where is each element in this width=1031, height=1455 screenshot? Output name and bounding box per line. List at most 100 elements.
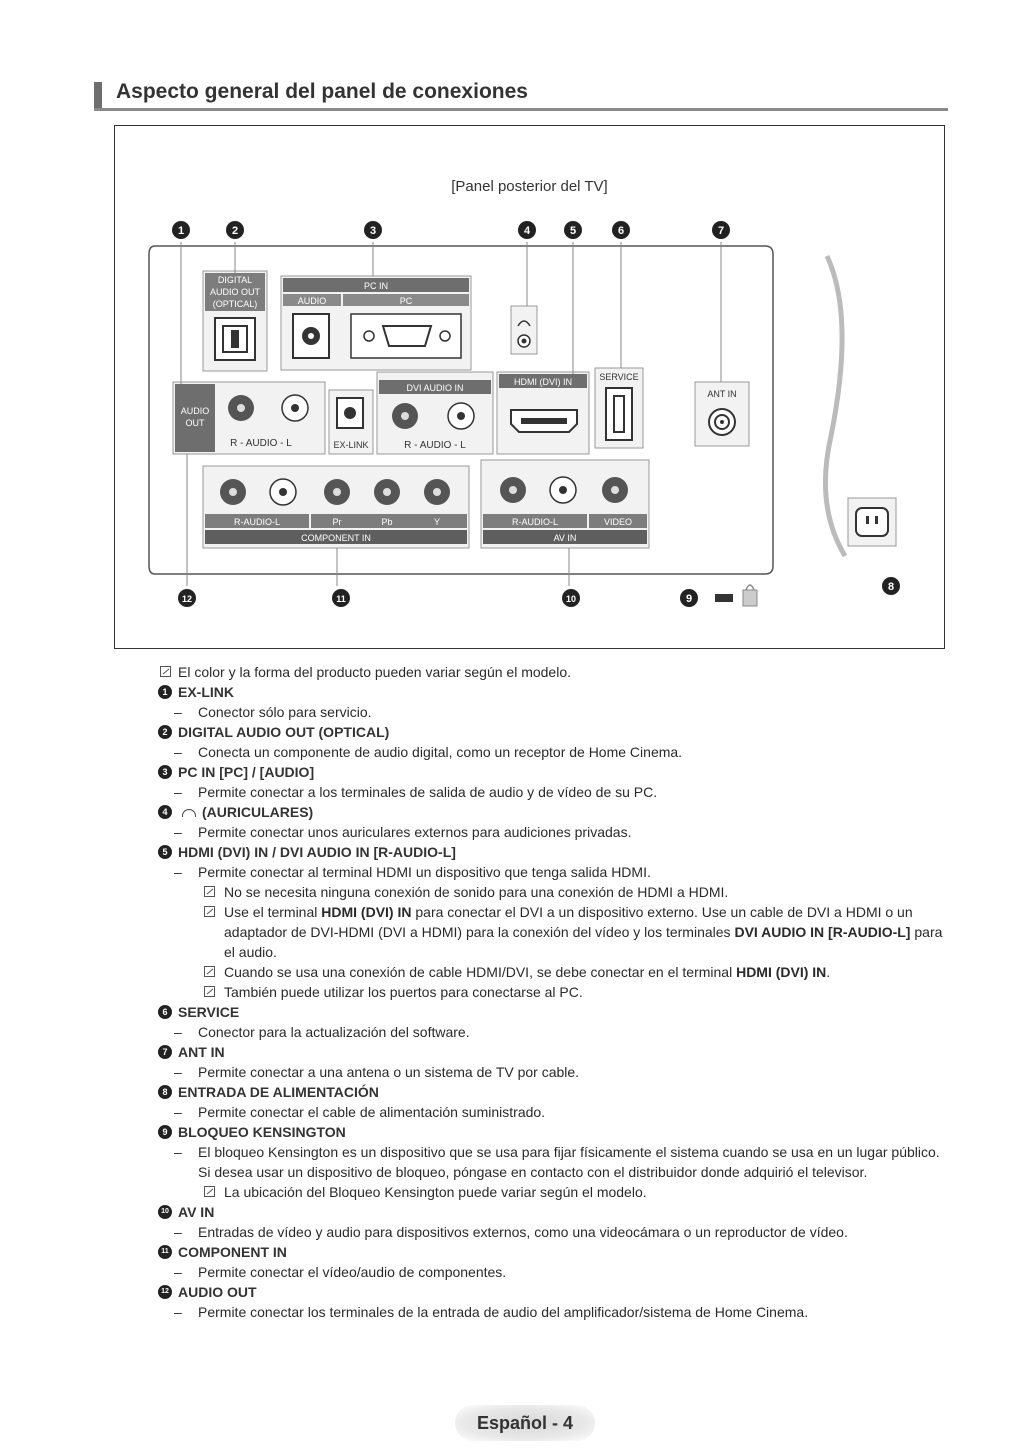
callout-12: 12 (178, 589, 196, 607)
pb-label: Pb (381, 517, 392, 527)
item-number: 11 (158, 1245, 172, 1259)
item-desc: Permite conectar el cable de alimentació… (160, 1102, 950, 1122)
av-audio-label: R-AUDIO-L (512, 517, 558, 527)
component-audio-label: R-AUDIO-L (234, 517, 280, 527)
item-desc: Permite conectar al terminal HDMI un dis… (160, 862, 950, 882)
hdmi-dvi-in-port: HDMI (DVI) IN (496, 371, 590, 455)
callout-5: 5 (564, 221, 582, 239)
panel-caption: [Panel posterior del TV] (451, 178, 608, 195)
dvi-audio-in-label: DVI AUDIO IN (406, 383, 463, 393)
item-title: (AURICULARES) (202, 804, 314, 820)
digital-label-2: AUDIO OUT (210, 287, 261, 297)
pc-label: PC (400, 296, 413, 306)
callout-2: 2 (226, 221, 244, 239)
svg-text:4: 4 (524, 225, 531, 237)
item-desc: Conecta un componente de audio digital, … (160, 742, 950, 762)
svg-text:2: 2 (232, 225, 238, 237)
hdmi-note-3: Cuando se usa una conexión de cable HDMI… (160, 962, 950, 982)
dvi-audio-in-port-group: DVI AUDIO IN R - AUDIO - L (376, 371, 494, 455)
item-3: 3PC IN [PC] / [AUDIO] Permite conectar a… (158, 762, 950, 802)
tv-body-outline (148, 245, 774, 575)
title-accent-bar (94, 82, 102, 108)
item-title: BLOQUEO KENSINGTON (178, 1124, 346, 1140)
note-icon (204, 986, 215, 997)
hdmi-note-1: No se necesita ninguna conexión de sonid… (160, 882, 950, 902)
ant-in-label: ANT IN (707, 389, 736, 399)
page-title: Aspecto general del panel de conexiones (116, 80, 528, 103)
av-in-label: AV IN (554, 533, 577, 543)
hdmi-note-2: Use el terminal HDMI (DVI) IN para conec… (160, 902, 950, 962)
item-number: 9 (158, 1125, 172, 1139)
svg-text:5: 5 (570, 225, 576, 237)
video-label: VIDEO (604, 517, 632, 527)
digital-label-1: DIGITAL (218, 275, 252, 285)
audio-out-port-group: AUDIO OUT R - AUDIO - L (172, 381, 326, 455)
headphone-icon (182, 809, 196, 817)
section-header: Aspecto general del panel de conexiones (94, 80, 948, 111)
callout-6: 6 (612, 221, 630, 239)
item-number: 1 (158, 685, 172, 699)
svg-text:8: 8 (888, 581, 894, 593)
component-in-label: COMPONENT IN (301, 533, 371, 543)
svg-text:6: 6 (618, 225, 624, 237)
note-icon (204, 886, 215, 897)
item-1: 1EX-LINK Conector sólo para servicio. (158, 682, 950, 722)
service-label: SERVICE (599, 372, 638, 382)
item-number: 6 (158, 1005, 172, 1019)
note-icon (204, 966, 215, 977)
digital-audio-out-port: DIGITAL AUDIO OUT (OPTICAL) (202, 270, 268, 372)
pc-in-label: PC IN (364, 281, 388, 291)
callout-1: 1 (172, 221, 190, 239)
callout-11: 11 (332, 589, 350, 607)
item-desc: Entradas de vídeo y audio para dispositi… (160, 1222, 950, 1242)
audio-out-rl-label: R - AUDIO - L (230, 438, 292, 449)
svg-text:9: 9 (686, 593, 692, 605)
general-note: El color y la forma del producto pueden … (160, 662, 950, 682)
item-title: AV IN (178, 1204, 215, 1220)
item-number: 5 (158, 845, 172, 859)
kensington-note: La ubicación del Bloqueo Kensington pued… (160, 1182, 950, 1202)
connection-descriptions: El color y la forma del producto pueden … (158, 662, 950, 1322)
item-title: DIGITAL AUDIO OUT (OPTICAL) (178, 724, 390, 740)
item-number: 2 (158, 725, 172, 739)
service-port: SERVICE (594, 367, 644, 449)
kensington-lock-icon (715, 584, 758, 607)
audio-out-label-1: AUDIO (181, 406, 210, 416)
audio-label: AUDIO (298, 296, 327, 306)
callouts-bottom: 12 11 10 9 8 (178, 577, 900, 607)
callout-10: 10 (562, 589, 580, 607)
connection-panel-figure: [Panel posterior del TV] DIGITAL AUDIO O… (114, 125, 945, 649)
item-number: 8 (158, 1085, 172, 1099)
callout-leader-lines (180, 242, 722, 586)
digital-label-3: (OPTICAL) (213, 299, 258, 309)
ant-in-port: ANT IN (694, 381, 750, 447)
item-number: 12 (158, 1285, 172, 1299)
item-desc: Permite conectar los terminales de la en… (160, 1302, 950, 1322)
av-in-port-group: R-AUDIO-L VIDEO AV IN (480, 459, 650, 549)
note-icon (160, 666, 171, 677)
pc-in-port-group: PC IN AUDIO PC (280, 275, 472, 371)
hdmi-note-4: También puede utilizar los puertos para … (160, 982, 950, 1002)
item-desc: Permite conectar unos auriculares extern… (160, 822, 950, 842)
note-icon (204, 1186, 215, 1197)
hdmi-dvi-in-label: HDMI (DVI) IN (514, 377, 572, 387)
dvi-audio-rl-label: R - AUDIO - L (404, 440, 466, 451)
item-title: AUDIO OUT (178, 1284, 257, 1300)
callout-9: 9 (680, 589, 698, 607)
item-2: 2 DIGITAL AUDIO OUT (OPTICAL) Conecta un … (158, 722, 950, 762)
y-label: Y (434, 517, 440, 527)
item-title: PC IN [PC] / [AUDIO] (178, 764, 315, 780)
callout-7: 7 (712, 221, 730, 239)
item-desc: Permite conectar el vídeo/audio de compo… (160, 1262, 950, 1282)
rear-panel-diagram: DIGITAL AUDIO OUT (OPTICAL) PC IN AUDIO … (148, 221, 900, 607)
component-in-port-group: R-AUDIO-L Pr Pb Y COMPONENT IN (202, 465, 470, 549)
svg-text:1: 1 (178, 225, 184, 237)
item-title: SERVICE (178, 1004, 240, 1020)
item-desc: Conector sólo para servicio. (160, 702, 950, 722)
headphone-port (510, 305, 538, 355)
